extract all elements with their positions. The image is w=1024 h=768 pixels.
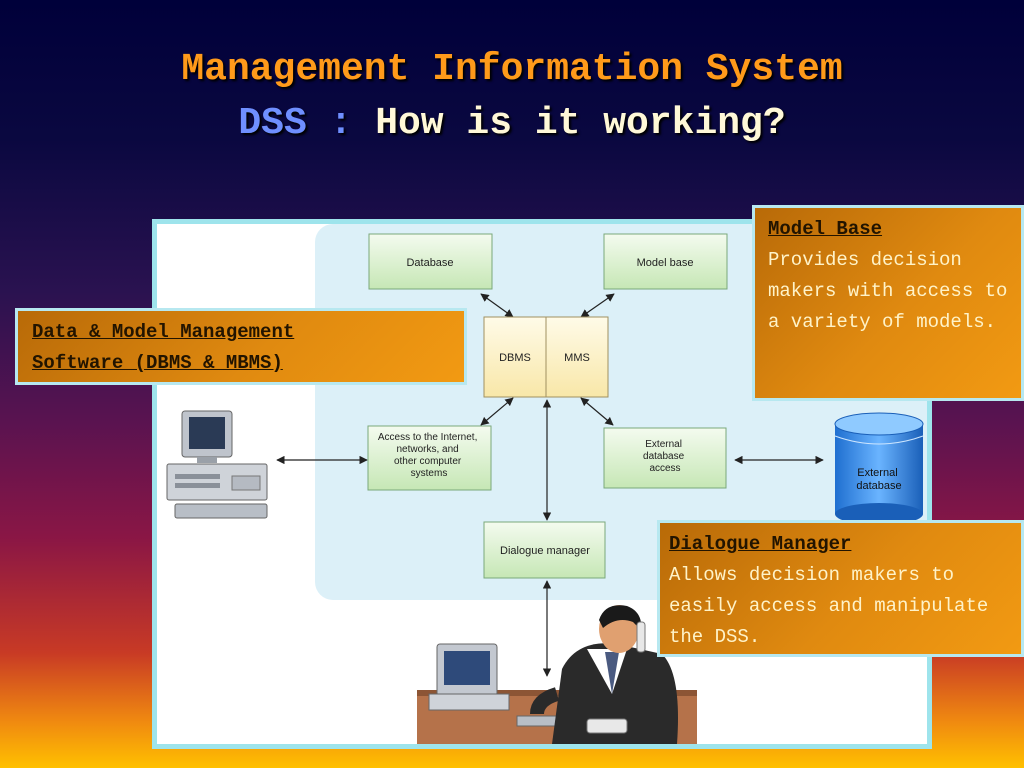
dialogue-manager-box	[483, 521, 606, 579]
model-base-heading: Model Base	[768, 218, 883, 240]
mms-box	[545, 316, 609, 398]
model-base-description: Provides decision makers with access to …	[768, 249, 1008, 333]
model-base-callout: Model Base Provides decision makers with…	[752, 205, 1024, 401]
user-at-desk-illustration	[417, 605, 697, 744]
subtitle-dss: DSS :	[238, 102, 353, 145]
dbms-box	[483, 316, 547, 398]
subtitle-question: How is it working?	[375, 102, 786, 145]
slide-subtitle: DSS : How is it working?	[0, 102, 1024, 145]
external-access-box	[603, 427, 727, 489]
dialogue-manager-callout: Dialogue Manager Allows decision makers …	[657, 520, 1024, 657]
database-box	[368, 233, 493, 290]
arrow-modelbase-mms	[580, 293, 615, 318]
data-model-heading-line1: Data & Model Management	[32, 321, 295, 343]
access-box	[367, 425, 492, 491]
arrow-dbms-access	[480, 397, 514, 426]
dialogue-manager-label: Dialogue manager	[500, 545, 590, 557]
model-base-box	[603, 233, 728, 290]
desktop-computer-icon	[166, 410, 268, 519]
slide-title: Management Information System	[181, 48, 843, 91]
arrow-mms-external	[580, 397, 614, 426]
mms-label: MMS	[564, 352, 590, 364]
database-label: Database	[406, 257, 453, 269]
external-access-label: External database access	[643, 439, 687, 474]
arrow-database-dbms	[480, 293, 514, 318]
data-model-heading-line2: Software (DBMS & MBMS)	[32, 352, 283, 374]
access-label: Access to the Internet, networks, and ot…	[378, 432, 480, 479]
external-database-icon: External database	[834, 412, 924, 525]
model-base-label: Model base	[637, 257, 694, 269]
external-database-label: External database	[856, 467, 901, 492]
dbms-label: DBMS	[499, 352, 531, 364]
data-model-management-callout: Data & Model Management Software (DBMS &…	[15, 308, 467, 385]
dialogue-manager-description: Allows decision makers to easily access …	[669, 564, 989, 648]
dialogue-manager-heading: Dialogue Manager	[669, 533, 852, 555]
